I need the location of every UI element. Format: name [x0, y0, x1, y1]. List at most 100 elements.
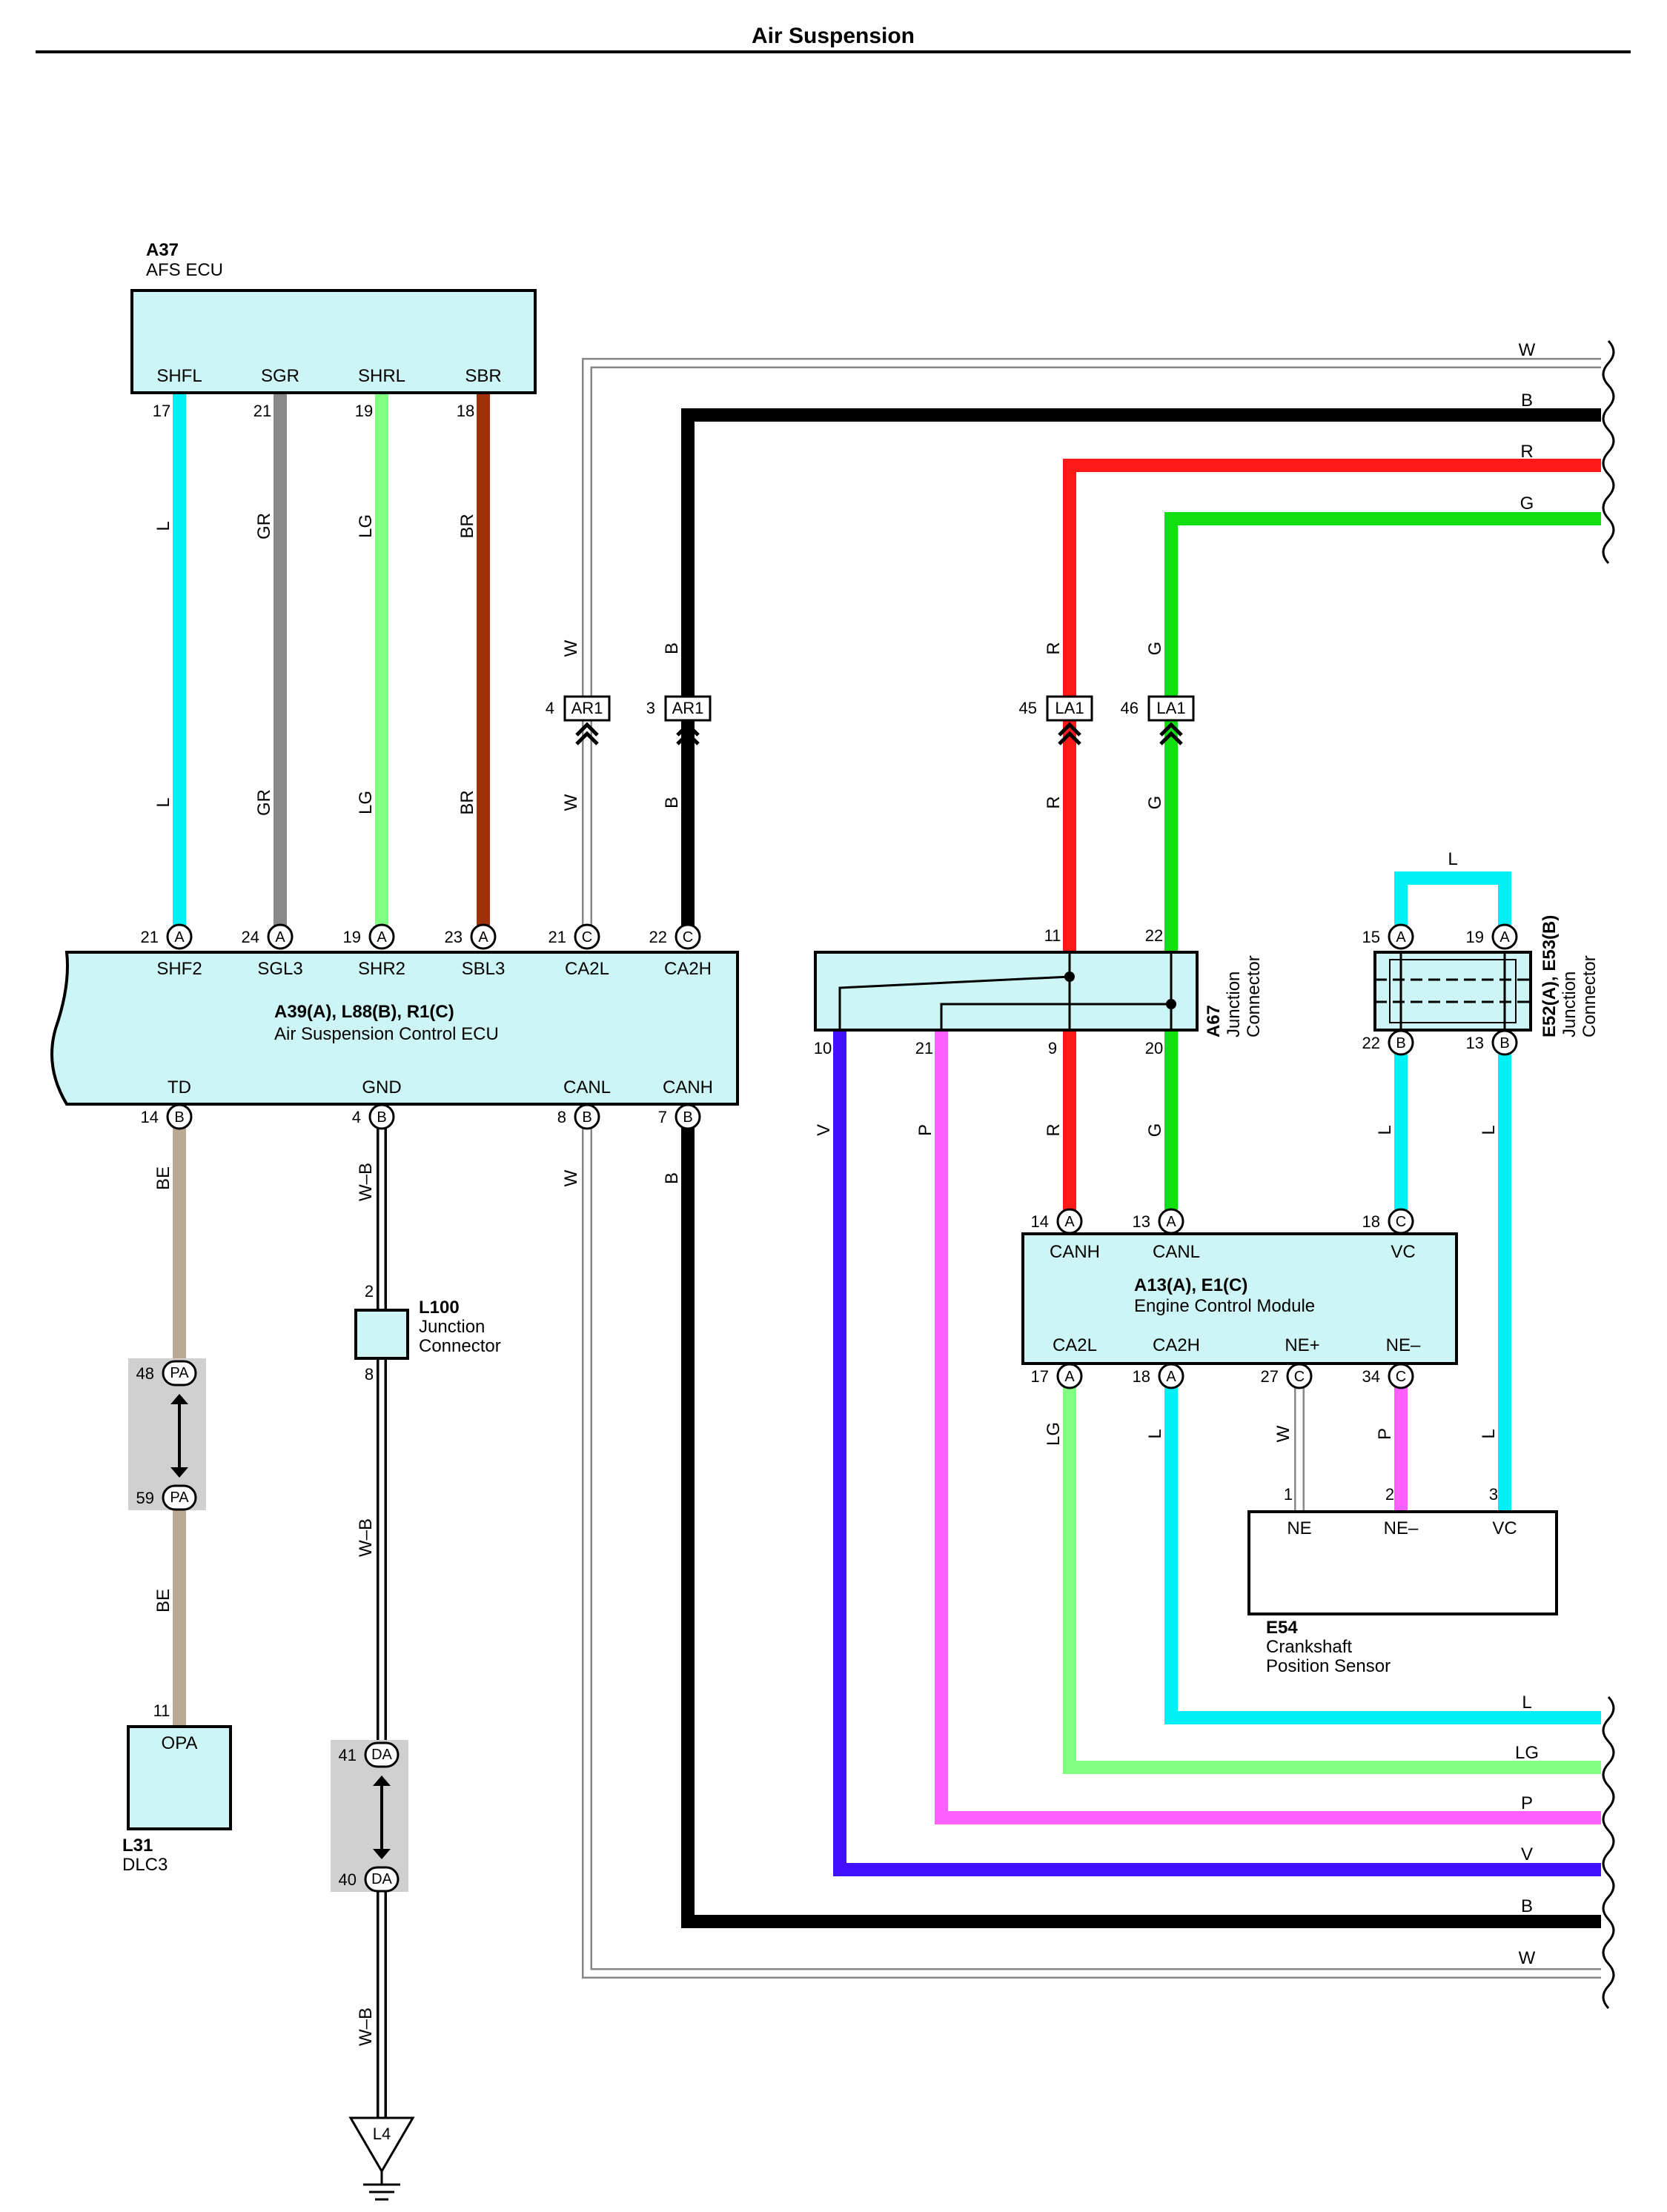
svg-text:A67: A67: [1204, 1005, 1224, 1037]
afs-ecu-name: AFS ECU: [146, 260, 223, 280]
svg-text:B: B: [1396, 1035, 1405, 1052]
svg-text:C: C: [582, 929, 592, 946]
ecu-terminal-name: SHR2: [358, 959, 405, 979]
afs-pin: 17: [153, 402, 170, 420]
svg-text:CANL: CANL: [1153, 1242, 1200, 1262]
svg-text:DLC3: DLC3: [122, 1855, 168, 1875]
pin-connector: B14: [141, 1103, 193, 1130]
svg-text:22: 22: [649, 928, 667, 946]
svg-text:59: 59: [136, 1489, 154, 1507]
pin-connector: C27: [1261, 1363, 1313, 1389]
a67-box: [814, 951, 1199, 1032]
wire-label: G: [1145, 796, 1165, 810]
pin-connector: A15: [1362, 923, 1414, 950]
svg-text:2: 2: [365, 1282, 374, 1301]
svg-text:DA: DA: [371, 1871, 392, 1887]
pin-connector: C21: [549, 923, 600, 950]
inline-connector-arrow-icon: [373, 1776, 391, 1859]
wire-label: R: [1520, 442, 1533, 462]
svg-text:C: C: [683, 929, 693, 946]
wire-label: GR: [254, 513, 274, 539]
pin-connector: A24: [242, 923, 294, 950]
svg-text:3: 3: [646, 699, 655, 717]
svg-text:Engine Control Module: Engine Control Module: [1134, 1296, 1315, 1316]
svg-text:46: 46: [1121, 699, 1139, 717]
pin-connector: A18: [1133, 1363, 1184, 1389]
svg-text:A: A: [1396, 929, 1406, 946]
wire-labels: L GR LG BR L GR LG BR W B R G W B R G BE…: [153, 340, 1539, 2046]
wire-label: L: [1479, 1429, 1499, 1438]
svg-text:3: 3: [1489, 1485, 1498, 1504]
pin-connector: A23: [445, 923, 497, 950]
svg-text:20: 20: [1145, 1039, 1163, 1057]
svg-text:PA: PA: [170, 1365, 189, 1381]
wire-g-top: [1164, 512, 1601, 952]
pin-connector: C 22: [649, 923, 701, 950]
engine-control-module: A13(A), E1(C) Engine Control Module CANH…: [1021, 1208, 1458, 1389]
air-suspension-ecu-code: A39(A), L88(B), R1(C): [274, 1002, 454, 1022]
pin-connector: C34: [1362, 1363, 1414, 1389]
svg-text:Junction: Junction: [419, 1317, 485, 1337]
pin-connector: B7: [658, 1103, 701, 1130]
junction-connector-l100: 2 8 L100 Junction Connector: [354, 1282, 501, 1384]
afs-pin: 21: [253, 402, 271, 420]
wire-label: LG: [356, 514, 376, 538]
svg-text:NE–: NE–: [1384, 1518, 1419, 1538]
ecu-terminal-name: CA2H: [664, 959, 712, 979]
inline-connector-arrow-icon: [170, 1394, 188, 1478]
afs-ecu-box: [130, 289, 537, 394]
svg-text:LA1: LA1: [1156, 699, 1185, 717]
ecu-terminal-name: CANH: [663, 1077, 713, 1097]
svg-text:8: 8: [557, 1108, 566, 1126]
wire-label: W: [1519, 340, 1536, 360]
svg-text:A13(A), E1(C): A13(A), E1(C): [1134, 1275, 1247, 1295]
svg-text:CA2L: CA2L: [1053, 1335, 1097, 1355]
svg-text:NE: NE: [1287, 1518, 1311, 1538]
svg-text:Position Sensor: Position Sensor: [1266, 1656, 1391, 1676]
pin-connector: B 22: [1362, 1029, 1414, 1056]
wire-label: L: [1522, 1693, 1531, 1713]
wire-label: W–B: [356, 1163, 376, 1201]
wire-label: R: [1044, 1123, 1064, 1136]
wire-label: V: [1521, 1844, 1533, 1864]
svg-text:C: C: [1396, 1214, 1406, 1230]
svg-text:PA: PA: [170, 1489, 189, 1506]
svg-text:C: C: [1294, 1369, 1305, 1385]
svg-text:Junction: Junction: [1224, 972, 1244, 1037]
dlc3: 11 OPA L31 DLC3: [122, 1701, 232, 1875]
svg-text:14: 14: [1031, 1212, 1049, 1231]
wire-label: B: [662, 642, 682, 654]
svg-text:19: 19: [1466, 928, 1484, 946]
wire-label: L: [1375, 1125, 1395, 1135]
pin-connector: A13: [1133, 1208, 1184, 1235]
wire-label: W: [1519, 1948, 1536, 1968]
svg-text:LA1: LA1: [1055, 699, 1084, 717]
ground-symbol-icon: L4: [348, 2116, 415, 2201]
inline-connector-da: DA 41 DA 40: [331, 1740, 408, 1893]
afs-terminal-name: SHFL: [156, 366, 202, 386]
wire-label: G: [1520, 494, 1534, 514]
svg-text:22: 22: [1362, 1034, 1380, 1052]
inline-connector-la1-g: LA1 46: [1121, 695, 1195, 745]
svg-text:8: 8: [365, 1365, 374, 1384]
pin-connector: A17: [1031, 1363, 1083, 1389]
wire-lg-bottom: [1063, 1375, 1601, 1774]
wire-label: L: [1145, 1429, 1165, 1438]
svg-text:A: A: [1064, 1369, 1075, 1385]
ecu-top-pins: A21 A24 A19 A23 C21 C22: [141, 923, 701, 950]
svg-text:B: B: [683, 1109, 692, 1126]
svg-text:OPA: OPA: [162, 1733, 198, 1753]
svg-text:A: A: [174, 929, 185, 946]
svg-text:13: 13: [1133, 1212, 1150, 1231]
svg-text:A: A: [1166, 1369, 1176, 1385]
ecu-terminal-name: CA2L: [565, 959, 609, 979]
air-suspension-ecu-box: [50, 951, 739, 1106]
junction-connector-e52: A15 A19 B22 B13 E52(A), E53(B) Junction …: [1362, 915, 1600, 1056]
pin-connector: A 21: [141, 923, 193, 950]
svg-text:40: 40: [339, 1870, 357, 1889]
wire-v-bottom: [833, 1030, 1601, 1876]
wire-r-top: [1063, 459, 1601, 952]
ecu-terminal-name: SHF2: [156, 959, 202, 979]
svg-text:21: 21: [141, 928, 159, 946]
svg-text:10: 10: [814, 1039, 832, 1057]
